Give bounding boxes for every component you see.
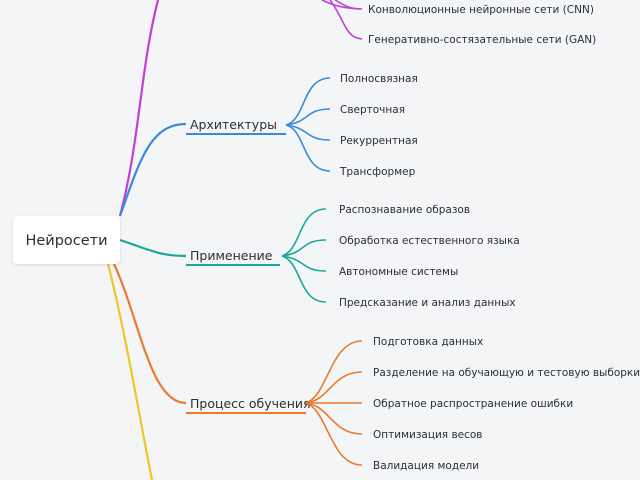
root-connectors: [106, 0, 187, 480]
connector-arch-3: [285, 124, 331, 141]
leaf-weight-optimization: Оптимизация весов: [373, 429, 483, 441]
leaf-autonomous-systems: Автономные системы: [339, 266, 458, 278]
branch-label-training: Процесс обучения: [190, 396, 311, 411]
leaf-data-preparation: Подготовка данных: [373, 336, 483, 348]
leaf-convolutional: Сверточная: [340, 104, 405, 116]
connector-app-2: [281, 239, 327, 257]
connector-app-3: [281, 255, 327, 272]
root-node-label: Нейросети: [25, 233, 107, 249]
connector-root-architectures: [118, 122, 187, 217]
leaf-train-test-split: Разделение на обучающую и тестовую выбор…: [373, 367, 640, 379]
connector-train-2: [305, 371, 363, 404]
leaf-pattern-recognition: Распознавание образов: [339, 204, 470, 216]
connector-arch-4: [285, 124, 331, 172]
branch-training: Процесс обучения Подготовка данных Разде…: [186, 336, 640, 472]
leaf-prediction-analysis: Предсказание и анализ данных: [339, 297, 516, 309]
leaf-fully-connected: Полносвязная: [340, 73, 418, 85]
connector-arch-1: [285, 77, 331, 126]
leaf-model-validation: Валидация модели: [373, 460, 479, 472]
branch-application: Применение Распознавание образов Обработ…: [186, 204, 520, 309]
connector-train-1: [305, 340, 363, 404]
connector-app-4: [281, 255, 327, 303]
leaf-transformer: Трансформер: [339, 166, 416, 178]
purple-branch-fragment: Конволюционные нейронные сети (CNN) Гене…: [321, 0, 596, 46]
leaf-gan: Генеративно-состязательные сети (GAN): [368, 34, 596, 46]
branch-label-application: Применение: [190, 248, 273, 263]
connector-root-application: [119, 238, 187, 258]
leaf-recurrent: Рекуррентная: [340, 135, 418, 147]
branch-architectures: Архитектуры Полносвязная Сверточная Реку…: [186, 73, 418, 178]
connector-root-training: [113, 263, 187, 405]
leaf-cnn: Конволюционные нейронные сети (CNN): [368, 4, 594, 16]
connector-train-5: [305, 402, 363, 466]
leaf-backpropagation: Обратное распространение ошибки: [373, 398, 573, 410]
connector-root-purple: [118, 0, 160, 217]
root-node-box: [13, 216, 120, 264]
root-node[interactable]: Нейросети: [13, 216, 120, 264]
connector-train-4: [305, 402, 363, 435]
purple-connector-2: [329, 0, 363, 40]
connector-app-1: [281, 208, 327, 257]
connector-arch-2: [285, 108, 331, 126]
leaf-nlp: Обработка естественного языка: [339, 235, 520, 247]
branch-label-architectures: Архитектуры: [190, 117, 277, 132]
connector-root-yellow: [106, 263, 154, 480]
purple-connector-1: [334, 0, 363, 10]
